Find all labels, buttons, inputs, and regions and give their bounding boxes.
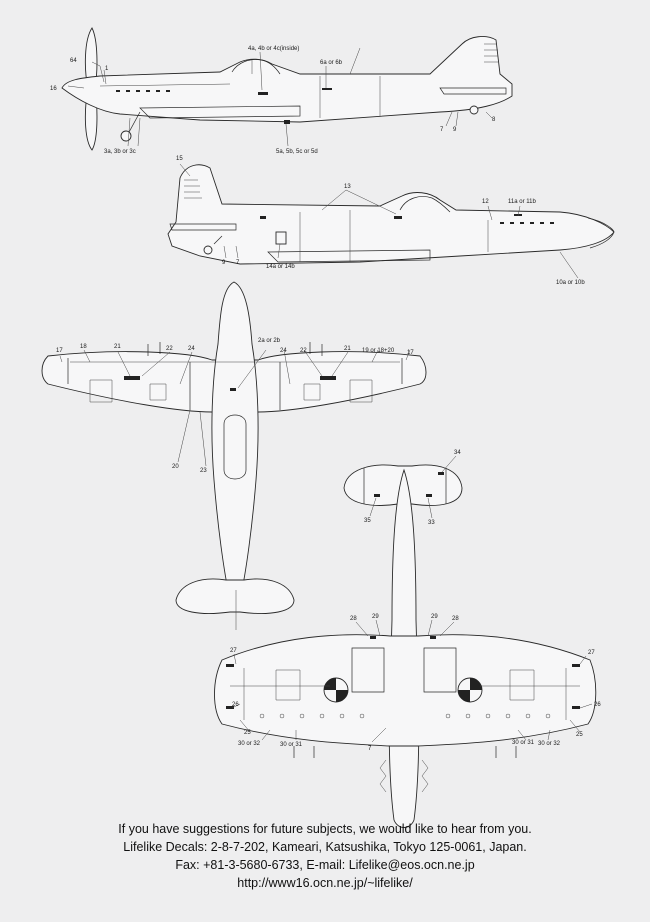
callout-5: 5a, 5b, 5c or 5d [276, 149, 318, 155]
callout-33: 33 [428, 520, 435, 526]
callout-28-right: 28 [452, 616, 459, 622]
callout-7a: 7 [440, 127, 444, 133]
callout-27-right: 27 [588, 650, 595, 656]
callout-18: 18 [80, 344, 87, 350]
callout-29-left: 29 [372, 614, 379, 620]
callout-16: 16 [50, 86, 57, 92]
underside-view: 28 29 29 28 27 27 26 26 25 25 30 or 32 3… [214, 468, 601, 828]
callout-8: 8 [492, 117, 496, 123]
canopy [231, 59, 281, 75]
callout-1: 1 [105, 66, 109, 72]
underside-roundel-right [457, 677, 483, 703]
callout-30-32-left: 30 or 32 [238, 741, 261, 747]
callout-20: 20 [172, 464, 179, 470]
callout-4: 4a, 4b or 4c(inside) [248, 46, 299, 52]
callout-17-left: 17 [56, 348, 63, 354]
spinner [587, 217, 615, 249]
callout-30-31-left: 30 or 31 [280, 742, 303, 748]
callout-15: 15 [176, 156, 183, 162]
callout-19: 19 or 18+20 [362, 348, 395, 354]
callout-2: 2a or 2b [258, 338, 281, 344]
top-canopy [223, 414, 247, 480]
callout-14: 14a or 14b [266, 264, 295, 270]
callout-30-32-right: 30 or 32 [538, 741, 561, 747]
fuselage-left-profile [61, 36, 513, 123]
footer-address: Lifelike Decals: 2-8-7-202, Kameari, Kat… [123, 840, 527, 854]
callout-9b: 9 [222, 260, 226, 266]
callout-17-right: 17 [407, 350, 414, 356]
top-view: 17 18 21 22 24 2a or 2b 24 22 21 19 or 1… [41, 281, 427, 630]
footer-contact: Fax: +81-3-5680-6733, E-mail: Lifelike@e… [175, 858, 475, 872]
top-tailplane [175, 578, 295, 614]
callout-25-left: 25 [244, 730, 251, 736]
callout-13: 13 [344, 184, 351, 190]
right-profile-view: 15 13 12 11a or 11b 9 7 14a or 14b 10a o… [167, 156, 615, 286]
underside-wing [214, 634, 597, 747]
callout-11: 11a or 11b [508, 199, 536, 205]
callout-6: 6a or 6b [320, 60, 343, 66]
callout-24-left: 24 [188, 346, 195, 352]
callout-7b: 7 [236, 260, 240, 266]
fuselage-right-profile [167, 164, 615, 265]
callout-21-right: 21 [344, 346, 351, 352]
callout-34: 34 [454, 450, 461, 456]
callout-22-right: 22 [300, 348, 307, 354]
callout-7c: 7 [368, 746, 372, 752]
footer-website: http://www16.ocn.ne.jp/~lifelike/ [237, 876, 413, 890]
callout-24-right: 24 [280, 348, 287, 354]
left-profile-view: 64 1 16 4a, 4b or 4c(inside) 6a or 6b 3a… [50, 27, 513, 155]
callout-23: 23 [200, 468, 207, 474]
callout-9a: 9 [453, 127, 457, 133]
callout-3: 3a, 3b or 3c [104, 149, 136, 155]
callout-25-right: 25 [576, 732, 583, 738]
callout-27-left: 27 [230, 648, 237, 654]
callout-30-31-right: 30 or 31 [512, 740, 535, 746]
footer-suggestions: If you have suggestions for future subje… [118, 822, 532, 836]
callout-29-right: 29 [431, 614, 438, 620]
callout-22-left: 22 [166, 346, 173, 352]
callout-12: 12 [482, 199, 489, 205]
callout-28-left: 28 [350, 616, 357, 622]
callout-21-left: 21 [114, 344, 121, 350]
canopy-right [399, 196, 451, 213]
callout-35: 35 [364, 518, 371, 524]
callout-10: 10a or 10b [556, 280, 585, 286]
wing-profile [139, 105, 301, 119]
callout-64: 64 [70, 58, 77, 64]
underside-roundel-left [323, 677, 349, 703]
callout-26-left: 26 [232, 702, 239, 708]
callout-26-right: 26 [594, 702, 601, 708]
top-fuselage [211, 281, 259, 591]
